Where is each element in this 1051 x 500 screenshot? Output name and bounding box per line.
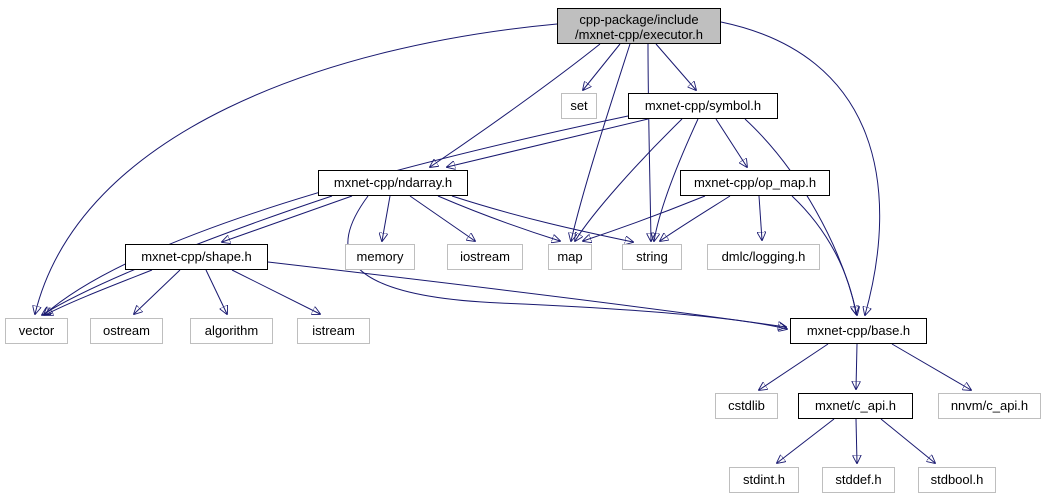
node-set: set (561, 93, 597, 119)
edge-op_map-base (791, 195, 856, 314)
edge-executor-symbol (655, 43, 696, 90)
node-vector: vector (5, 318, 68, 344)
node-algorithm: algorithm (190, 318, 273, 344)
node-logging: dmlc/logging.h (707, 244, 820, 270)
edge-symbol-string (654, 118, 699, 241)
node-executor-root: cpp-package/include /mxnet-cpp/executor.… (557, 8, 721, 44)
root-label-line1: cpp-package/include (579, 12, 699, 27)
node-map: map (548, 244, 592, 270)
node-istream: istream (297, 318, 370, 344)
edge-op_map-map (583, 195, 706, 241)
node-iostream: iostream (447, 244, 523, 270)
edge-symbol-base (744, 118, 857, 315)
edge-symbol-ndarray (447, 118, 649, 167)
edge-symbol-map (575, 118, 683, 241)
edge-shape-vector (45, 269, 153, 315)
edge-symbol-op_map (715, 118, 747, 167)
edge-shape-algorithm (205, 269, 227, 314)
node-stdbool: stdbool.h (918, 467, 996, 493)
edge-c_api-stddef (856, 418, 857, 463)
node-ostream: ostream (90, 318, 163, 344)
edge-op_map-logging (759, 195, 762, 240)
edge-ndarray-memory (382, 195, 391, 241)
edge-shape-ostream (134, 269, 181, 314)
edge-ndarray-map (437, 195, 560, 241)
edge-executor-string (648, 43, 651, 241)
root-label-line2: /mxnet-cpp/executor.h (575, 27, 703, 42)
edge-executor-map (571, 43, 631, 241)
edge-base-c_api (856, 343, 857, 389)
edge-c_api-stdint (777, 418, 835, 463)
node-shape[interactable]: mxnet-cpp/shape.h (125, 244, 268, 270)
node-memory: memory (345, 244, 415, 270)
edge-executor-vector (35, 23, 558, 314)
edge-ndarray-string (451, 195, 633, 242)
node-cstdlib: cstdlib (715, 393, 778, 419)
edge-symbol-vector (44, 115, 629, 315)
node-op-map[interactable]: mxnet-cpp/op_map.h (680, 170, 830, 196)
edge-ndarray-iostream (409, 195, 475, 241)
edge-c_api-stdbool (880, 418, 935, 463)
edge-shape-base (267, 261, 786, 327)
node-string: string (622, 244, 682, 270)
edge-executor-base (720, 21, 881, 315)
edge-ndarray-shape (222, 195, 353, 242)
node-ndarray[interactable]: mxnet-cpp/ndarray.h (318, 170, 468, 196)
node-symbol[interactable]: mxnet-cpp/symbol.h (628, 93, 778, 119)
edge-executor-ndarray (430, 43, 601, 167)
node-base[interactable]: mxnet-cpp/base.h (790, 318, 927, 344)
edge-op_map-string (660, 195, 731, 241)
node-nnvm-c-api: nnvm/c_api.h (938, 393, 1041, 419)
edge-shape-istream (231, 269, 320, 314)
edge-base-cstdlib (759, 343, 829, 390)
node-stddef: stddef.h (822, 467, 895, 493)
node-c-api[interactable]: mxnet/c_api.h (798, 393, 913, 419)
edge-executor-set (583, 43, 621, 90)
node-stdint: stdint.h (729, 467, 799, 493)
edge-base-nnvm (891, 343, 971, 390)
